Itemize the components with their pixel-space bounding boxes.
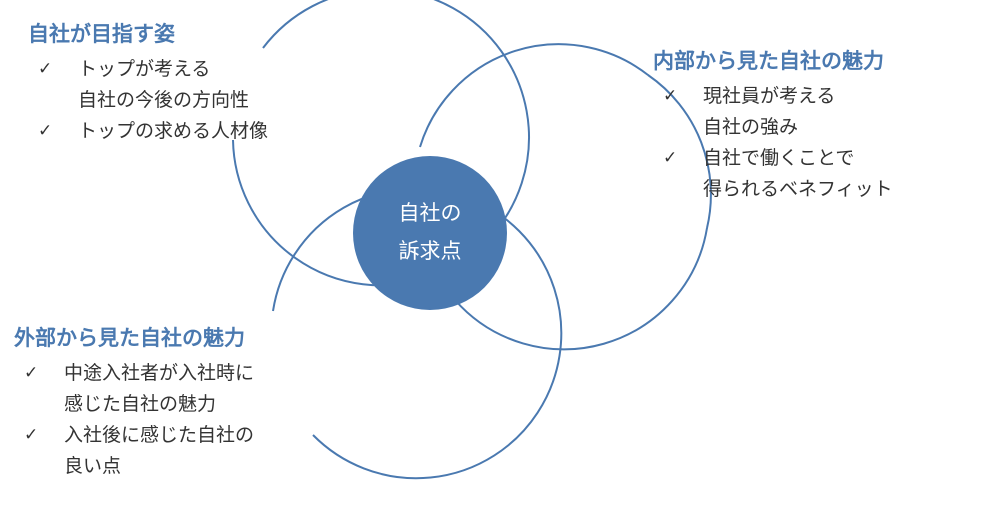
item-line: トップの求める人材像	[78, 120, 269, 142]
center-label-line-2: 訴求点	[399, 239, 462, 263]
block-external-list: ✓ 中途入社者が入社時に 感じた自社の魅力 ✓ 入社後に感じた自社の 良い点	[14, 358, 254, 482]
item-line: 自社の強み	[703, 116, 799, 138]
item-line: 得られるベネフィット	[703, 178, 893, 200]
block-vision-title: 自社が目指す姿	[28, 22, 175, 46]
list-item: ✓ トップが考える 自社の今後の方向性	[28, 54, 268, 116]
ring-vision	[232, 0, 530, 287]
item-line: 感じた自社の魅力	[64, 393, 217, 415]
ring-external	[272, 187, 563, 480]
block-external: 外部から見た自社の魅力 ✓ 中途入社者が入社時に 感じた自社の魅力 ✓ 入社後に…	[14, 324, 254, 482]
item-line: 自社の今後の方向性	[78, 89, 250, 111]
block-internal-title: 内部から見た自社の魅力	[653, 49, 884, 73]
block-vision: 自社が目指す姿 ✓ トップが考える 自社の今後の方向性 ✓ トップの求める人材像	[28, 20, 268, 147]
center-label-line-1: 自社の	[399, 201, 462, 225]
list-item: ✓ 自社で働くことで 得られるベネフィット	[653, 143, 893, 205]
check-icon: ✓	[663, 86, 678, 106]
check-icon: ✓	[663, 148, 678, 168]
block-external-title: 外部から見た自社の魅力	[14, 326, 245, 350]
block-vision-list: ✓ トップが考える 自社の今後の方向性 ✓ トップの求める人材像	[28, 54, 268, 147]
check-icon: ✓	[24, 363, 39, 383]
item-line: トップが考える	[78, 58, 211, 80]
check-icon: ✓	[24, 425, 39, 445]
item-line: 自社で働くことで	[703, 147, 855, 169]
item-line: 良い点	[64, 455, 122, 477]
list-item: ✓ 現社員が考える 自社の強み	[653, 81, 893, 143]
item-line: 中途入社者が入社時に	[64, 362, 255, 384]
item-line: 入社後に感じた自社の	[64, 424, 255, 446]
list-item: ✓ トップの求める人材像	[28, 116, 268, 147]
check-icon: ✓	[38, 59, 53, 79]
block-internal: 内部から見た自社の魅力 ✓ 現社員が考える 自社の強み ✓ 自社で働くことで 得…	[653, 47, 893, 205]
list-item: ✓ 入社後に感じた自社の 良い点	[14, 420, 254, 482]
list-item: ✓ 中途入社者が入社時に 感じた自社の魅力	[14, 358, 254, 420]
center-hub	[353, 156, 507, 310]
block-internal-list: ✓ 現社員が考える 自社の強み ✓ 自社で働くことで 得られるベネフィット	[653, 81, 893, 205]
check-icon: ✓	[38, 121, 53, 141]
item-line: 現社員が考える	[703, 85, 836, 107]
ring-internal	[419, 43, 712, 351]
